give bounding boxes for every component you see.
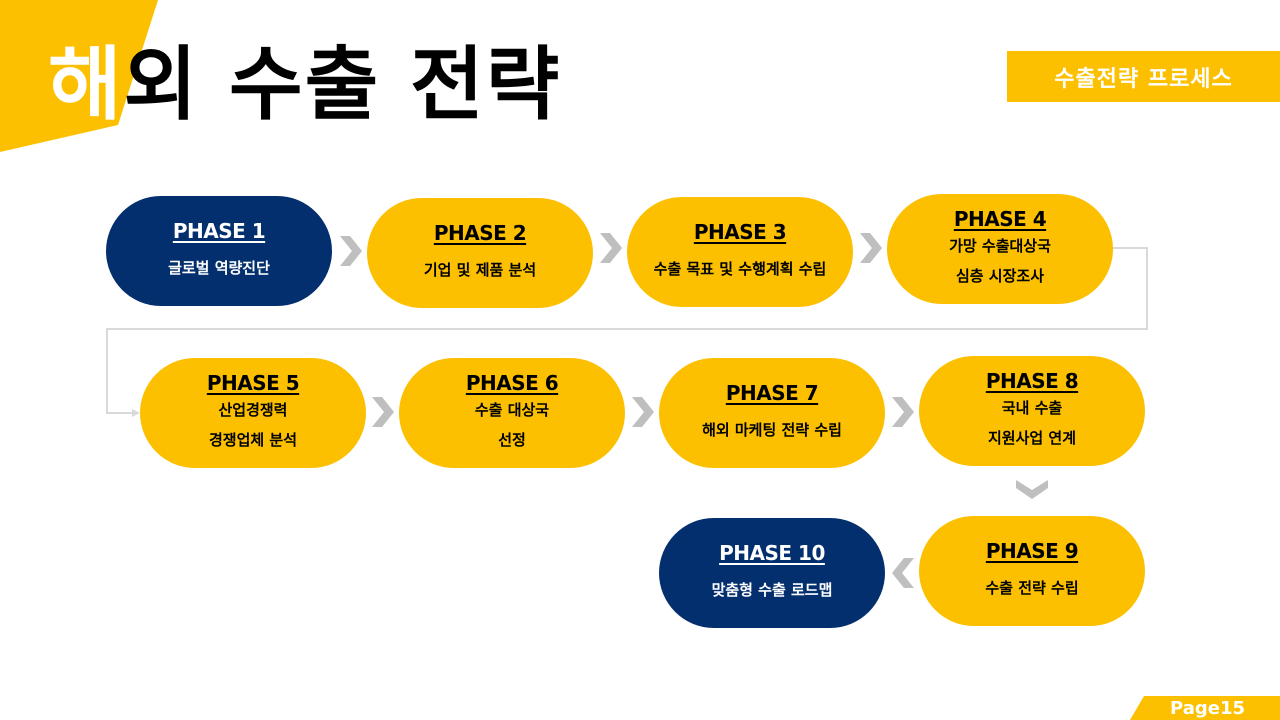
phase-label: PHASE 1: [172, 219, 266, 243]
phase-label: PHASE 10: [719, 541, 825, 565]
phase-5: PHASE 5 산업경쟁력 경쟁업체 분석: [140, 358, 366, 468]
phase-description: 가망 수출대상국: [949, 237, 1051, 255]
phase-description: 수출 대상국: [474, 401, 550, 419]
phase-4: PHASE 4 가망 수출대상국 심층 시장조사: [887, 194, 1113, 304]
phase-description: 수출 목표 및 수행계획 수립: [653, 260, 827, 278]
phase-description: 기업 및 제품 분석: [423, 261, 537, 279]
phase-1: PHASE 1 글로벌 역량진단: [106, 196, 332, 306]
chevron-right-icon: [340, 236, 362, 266]
chevron-down-icon: [1016, 480, 1048, 499]
page-title: 해외 수출 전략: [48, 30, 561, 140]
phase-7: PHASE 7 해외 마케팅 전략 수립: [659, 358, 885, 468]
phase-description: 지원사업 연계: [987, 429, 1077, 447]
title-first-char: 해: [48, 38, 124, 131]
corner-decoration: [0, 0, 158, 152]
section-badge: 수출전략 프로세스: [1007, 51, 1280, 102]
chevron-right-icon: [600, 233, 622, 263]
phase-description: 글로벌 역량진단: [168, 259, 270, 277]
phase-description: 산업경쟁력: [218, 401, 288, 419]
phase-description: 심층 시장조사: [955, 267, 1045, 285]
phase-label: PHASE 2: [433, 221, 527, 245]
phase-label: PHASE 5: [206, 371, 300, 395]
chevron-left-icon: [892, 558, 914, 588]
phase-label: PHASE 3: [693, 220, 787, 244]
phase-9: PHASE 9 수출 전략 수립: [919, 516, 1145, 626]
phase-description: 맞춤형 수출 로드맵: [711, 581, 833, 599]
phase-label: PHASE 9: [985, 539, 1079, 563]
phase-10: PHASE 10 맞춤형 수출 로드맵: [659, 518, 885, 628]
chevron-right-icon: [892, 397, 914, 427]
chevron-right-icon: [860, 233, 882, 263]
page-number: Page15: [1170, 698, 1245, 719]
phase-8: PHASE 8 국내 수출 지원사업 연계: [919, 356, 1145, 466]
phase-3: PHASE 3 수출 목표 및 수행계획 수립: [627, 197, 853, 307]
phase-description: 경쟁업체 분석: [208, 431, 298, 449]
phase-description: 해외 마케팅 전략 수립: [702, 421, 842, 439]
phase-label: PHASE 6: [465, 371, 559, 395]
phase-label: PHASE 8: [985, 369, 1079, 393]
page-tab: [1130, 696, 1280, 720]
phase-description: 수출 전략 수립: [985, 579, 1079, 597]
phase-description: 선정: [498, 431, 526, 449]
title-rest: 외 수출 전략: [123, 38, 562, 131]
chevron-right-icon: [632, 397, 654, 427]
phase-label: PHASE 7: [725, 381, 819, 405]
chevron-right-icon: [372, 397, 394, 427]
phase-6: PHASE 6 수출 대상국 선정: [399, 358, 625, 468]
phase-2: PHASE 2 기업 및 제품 분석: [367, 198, 593, 308]
phase-description: 국내 수출: [1001, 399, 1063, 417]
phase-label: PHASE 4: [953, 207, 1047, 231]
